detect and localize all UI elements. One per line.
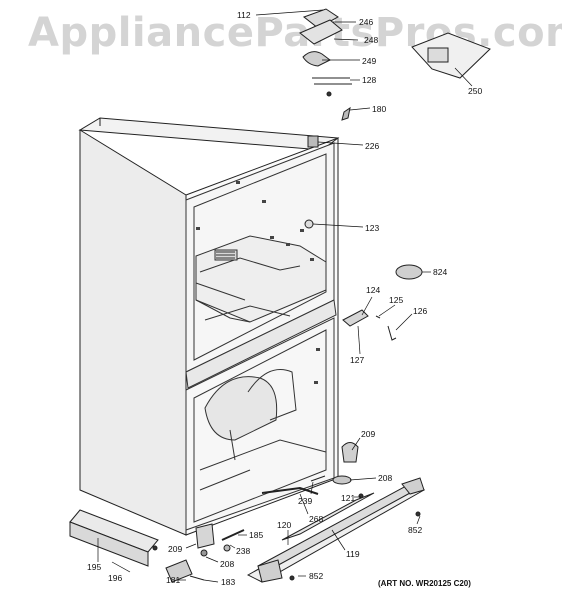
top-parts [299,8,491,121]
part-label-183: 183 [221,577,236,587]
part-label-238: 238 [236,546,251,556]
part-label-209-lower: 209 [168,544,183,554]
part-label-852-right: 852 [408,525,423,535]
part-label-268: 268 [309,514,324,524]
part-label-126: 126 [413,306,428,316]
part-label-249: 249 [362,56,377,66]
part-label-208-lower: 208 [220,559,235,569]
part-label-852-bottom: 852 [309,571,324,581]
part-label-226: 226 [365,141,380,151]
part-label-180: 180 [372,104,387,114]
part-label-128: 128 [362,75,377,85]
part-label-208-upper: 208 [378,473,393,483]
part-label-250: 250 [468,86,483,96]
part-label-824: 824 [433,267,448,277]
part-label-124: 124 [366,285,381,295]
part-label-196: 196 [108,573,123,583]
fresh-food-compartment [185,142,335,373]
part-label-119: 119 [346,549,360,559]
freezer-compartment [185,317,335,531]
mullion-divider [185,299,337,389]
part-label-181: 181 [166,575,181,585]
part-label-185: 185 [249,530,264,540]
bottom-parts [69,477,426,583]
part-label-123: 123 [365,223,380,233]
part-label-127: 127 [350,355,365,365]
part-label-239: 239 [298,496,313,506]
leader-lines [97,9,473,583]
part-label-248: 248 [364,35,379,45]
part-label-120: 120 [277,520,292,530]
compartment-fasteners [196,181,320,384]
part-label-125: 125 [389,295,404,305]
part-label-121: 121 [341,493,356,503]
part-label-112: 112 [237,10,251,20]
part-123-shape [304,219,314,229]
part-label-195: 195 [87,562,102,572]
part-label-246: 246 [359,17,374,27]
part-226-shape [307,135,319,148]
part-label-209-upper: 209 [361,429,376,439]
art-number: (ART NO. WR20125 C20) [378,579,471,588]
